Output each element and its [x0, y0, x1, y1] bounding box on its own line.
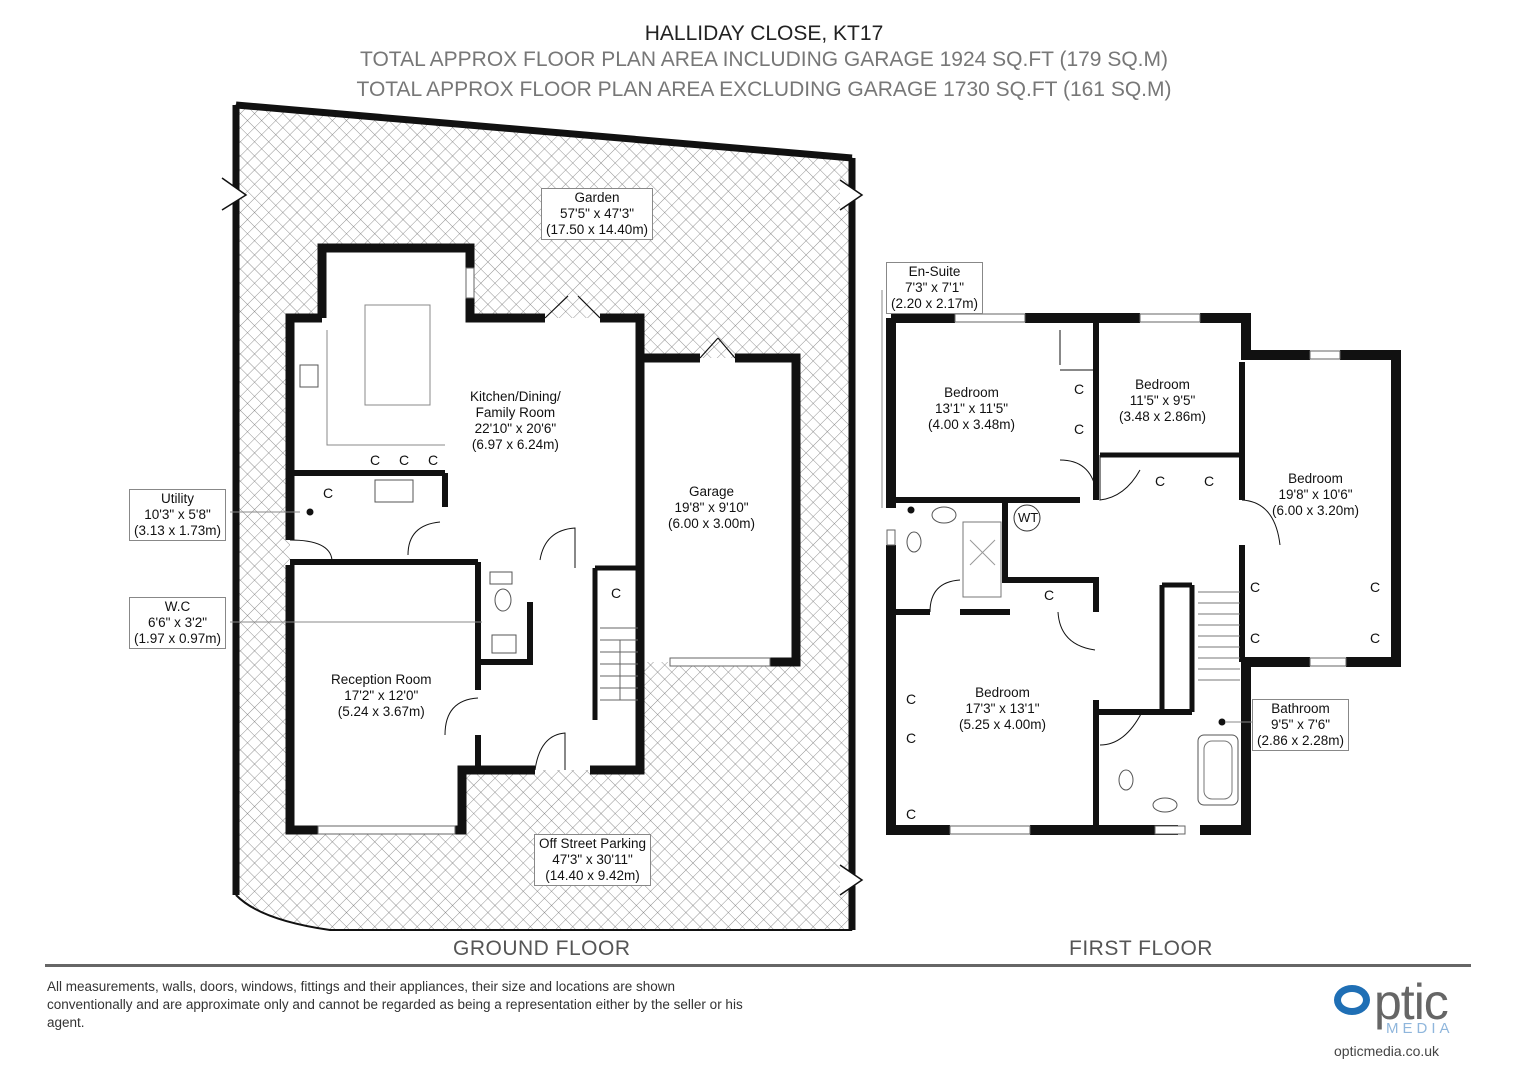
- ground-floor-building: [285, 243, 801, 835]
- room-size-imperial: 10'3" x 5'8": [144, 507, 211, 522]
- area-including-garage: TOTAL APPROX FLOOR PLAN AREA INCLUDING G…: [360, 48, 1168, 71]
- cupboard-label: C: [1044, 587, 1055, 603]
- cupboard-label: C: [370, 452, 381, 468]
- cupboard-label: C: [1204, 473, 1215, 489]
- logo-wordmark: ptic: [1374, 974, 1449, 1030]
- room-label-ensuite: En-Suite 7'3" x 7'1" (2.20 x 2.17m): [886, 262, 984, 314]
- room-size-imperial: 7'3" x 7'1": [905, 280, 965, 295]
- cupboard-label: C: [1155, 473, 1166, 489]
- room-size-metric: (3.13 x 1.73m): [134, 523, 222, 538]
- cupboard-label: C: [1370, 579, 1381, 595]
- room-size-metric: (2.86 x 2.28m): [1257, 733, 1345, 748]
- room-size-imperial: 22'10" x 20'6": [474, 421, 557, 436]
- room-size-metric: (5.25 x 4.00m): [959, 717, 1047, 732]
- logo-url: opticmedia.co.uk: [1334, 1043, 1440, 1059]
- room-size-imperial: 9'5" x 7'6": [1271, 717, 1331, 732]
- room-name: Bedroom: [1135, 377, 1190, 392]
- cupboard-label: C: [1370, 630, 1381, 646]
- room-size-imperial: 19'8" x 9'10": [674, 500, 749, 515]
- room-size-imperial: 47'3" x 30'11": [552, 852, 633, 867]
- logo-o-ring-icon: [1334, 985, 1370, 1015]
- cupboard-label: C: [1074, 421, 1085, 437]
- room-label-bedroom-1: Bedroom 13'1" x 11'5" (4.00 x 3.48m): [928, 385, 1015, 433]
- room-name: Bedroom: [1288, 471, 1343, 486]
- cupboard-label: C: [906, 730, 917, 746]
- room-label-bedroom-2: Bedroom 11'5" x 9'5" (3.48 x 2.86m): [1119, 377, 1206, 425]
- room-label-utility: Utility 10'3" x 5'8" (3.13 x 1.73m): [129, 489, 227, 541]
- room-name: W.C: [164, 599, 191, 614]
- room-name: Garden: [574, 190, 620, 205]
- room-name: Reception Room: [331, 672, 432, 687]
- room-size-imperial: 17'2" x 12'0": [344, 688, 419, 703]
- room-name: Bathroom: [1271, 701, 1330, 716]
- disclaimer-text: All measurements, walls, doors, windows,…: [47, 979, 743, 1030]
- logo-media-text: MEDIA: [1386, 1020, 1454, 1037]
- cupboard-label: C: [1074, 381, 1085, 397]
- first-floor-building: [306, 313, 1401, 835]
- room-size-imperial: 6'6" x 3'2": [148, 615, 208, 630]
- room-size-metric: (4.00 x 3.48m): [928, 417, 1016, 432]
- room-size-imperial: 17'3" x 13'1": [965, 701, 1040, 716]
- cupboard-label: C: [1250, 630, 1261, 646]
- room-label-kitchen: Kitchen/Dining/ Family Room 22'10" x 20'…: [470, 389, 561, 453]
- room-name: Bedroom: [975, 685, 1030, 700]
- first-floor-caption: FIRST FLOOR: [1069, 937, 1213, 960]
- cupboard-label: C: [611, 585, 622, 601]
- footer-divider: [45, 964, 1471, 967]
- room-name: Off Street Parking: [539, 836, 647, 851]
- cupboard-label: C: [428, 452, 439, 468]
- room-label-reception: Reception Room 17'2" x 12'0" (5.24 x 3.6…: [331, 672, 432, 720]
- room-size-imperial: 13'1" x 11'5": [935, 401, 1009, 416]
- optic-media-logo: ptic MEDIA opticmedia.co.uk: [1330, 974, 1480, 1065]
- ground-floor-caption: GROUND FLOOR: [453, 937, 631, 960]
- room-label-bedroom-4: Bedroom 17'3" x 13'1" (5.25 x 4.00m): [959, 685, 1046, 733]
- room-size-metric: (3.48 x 2.86m): [1119, 409, 1207, 424]
- water-tank-label: WT: [1018, 510, 1039, 525]
- room-label-bathroom: Bathroom 9'5" x 7'6" (2.86 x 2.28m): [1252, 699, 1350, 751]
- cupboard-label: C: [323, 485, 334, 501]
- room-size-metric: (17.50 x 14.40m): [546, 222, 649, 237]
- room-size-metric: (6.00 x 3.20m): [1272, 503, 1360, 518]
- room-label-wc: W.C 6'6" x 3'2" (1.97 x 0.97m): [129, 597, 227, 649]
- room-size-metric: (1.97 x 0.97m): [134, 631, 222, 646]
- plan-title: HALLIDAY CLOSE, KT17: [644, 22, 884, 45]
- cupboard-label: C: [1250, 579, 1261, 595]
- room-label-garage: Garage 19'8" x 9'10" (6.00 x 3.00m): [668, 484, 755, 532]
- room-size-imperial: 57'5" x 47'3": [560, 206, 635, 221]
- cupboard-label: C: [906, 691, 917, 707]
- area-excluding-garage: TOTAL APPROX FLOOR PLAN AREA EXCLUDING G…: [356, 78, 1172, 101]
- room-size-metric: (14.40 x 9.42m): [545, 868, 640, 883]
- room-label-parking: Off Street Parking 47'3" x 30'11" (14.40…: [534, 834, 652, 886]
- room-size-imperial: 11'5" x 9'5": [1129, 393, 1196, 408]
- room-size-metric: (5.24 x 3.67m): [337, 704, 425, 719]
- room-name: Garage: [689, 484, 735, 499]
- cupboard-label: C: [906, 806, 917, 822]
- room-name: En-Suite: [908, 264, 961, 279]
- room-name: Family Room: [475, 405, 556, 420]
- room-label-bedroom-3: Bedroom 19'8" x 10'6" (6.00 x 3.20m): [1272, 471, 1359, 519]
- room-name: Kitchen/Dining/: [470, 389, 561, 404]
- room-size-metric: (6.97 x 6.24m): [471, 437, 559, 452]
- room-name: Bedroom: [944, 385, 999, 400]
- room-size-metric: (6.00 x 3.00m): [668, 516, 756, 531]
- room-size-metric: (2.20 x 2.17m): [891, 296, 979, 311]
- room-size-imperial: 19'8" x 10'6": [1278, 487, 1353, 502]
- cupboard-label: C: [399, 452, 410, 468]
- room-name: Utility: [161, 491, 195, 506]
- room-label-garden: Garden 57'5" x 47'3" (17.50 x 14.40m): [541, 188, 654, 240]
